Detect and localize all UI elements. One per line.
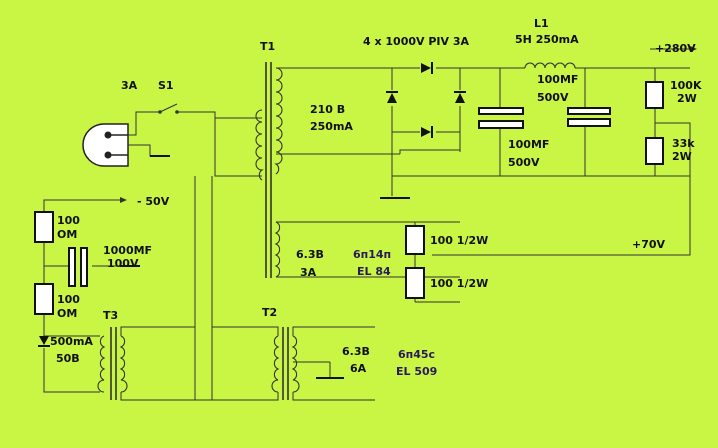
inductor-l1 [524,62,586,69]
filament-voltage: 6.3B [296,248,324,261]
r-bias-2-value: 100 [57,293,80,306]
c1-voltage: 500V [508,156,540,169]
plus280-label: +280V [655,42,696,55]
r-bias-1-unit: OM [57,228,77,241]
c1-value: 100MF [508,138,549,151]
diodes-label: 4 x 1000V PIV 3A [363,35,470,48]
plus70-label: +70V [632,238,666,251]
capacitor-c3 [68,247,88,287]
t1-secondary-voltage: 210 B [310,103,345,116]
filament-current: 3A [300,266,317,279]
t3-label: T3 [103,309,118,322]
diode-bias [38,336,50,347]
t2-label: T2 [262,306,277,319]
switch-label: S1 [158,79,174,92]
diode-current: 500mA [50,335,93,348]
l1-spec: 5H 250mA [515,33,579,46]
mains-wiring [128,103,262,327]
c3-voltage: 100V [107,257,139,270]
resistor-33k [645,137,664,165]
resistor-filament-1 [405,225,425,255]
t1-secondary-current: 250mA [310,120,353,133]
c2-value: 100MF [537,73,578,86]
diode-voltage: 50B [56,352,80,365]
t2-secondary-current: 6A [350,362,367,375]
resistor-100k [645,81,664,109]
fuse-label: 3A [121,79,138,92]
arrow-plus280 [690,46,697,52]
minus50-label: - 50V [137,195,170,208]
tube2-alt-label: EL 509 [396,365,437,378]
r-bias-2-unit: OM [57,307,77,320]
r100k-watt: 2W [677,92,697,105]
ac-socket-icon [82,123,129,167]
r100k-value: 100K [670,79,702,92]
l1-label: L1 [534,17,549,30]
tube1-label: 6п14п [353,248,391,261]
tube1-alt-label: EL 84 [357,265,391,278]
resistor-bias-2 [34,283,54,315]
r33k-watt: 2W [672,150,692,163]
capacitor-c1 [478,107,524,129]
resistor-filament-2 [405,267,425,299]
r-bias-1-value: 100 [57,214,80,227]
transformer-t3 [97,326,213,401]
bridge-diodes [386,62,466,138]
capacitor-c2 [567,107,611,127]
resistor-bias-1 [34,211,54,243]
transformer-t1 [255,62,283,278]
tube2-label: 6п45с [398,348,435,361]
t1-label: T1 [260,40,275,53]
transformer-t2 [195,326,375,401]
r33k-value: 33k [672,137,695,150]
c3-value: 1000MF [103,244,152,257]
bias-wiring [43,197,140,393]
hv-wiring [276,67,691,256]
c2-voltage: 500V [537,91,569,104]
rf2-label: 100 1/2W [430,277,488,290]
t2-secondary-voltage: 6.3B [342,345,370,358]
rf1-label: 100 1/2W [430,234,488,247]
